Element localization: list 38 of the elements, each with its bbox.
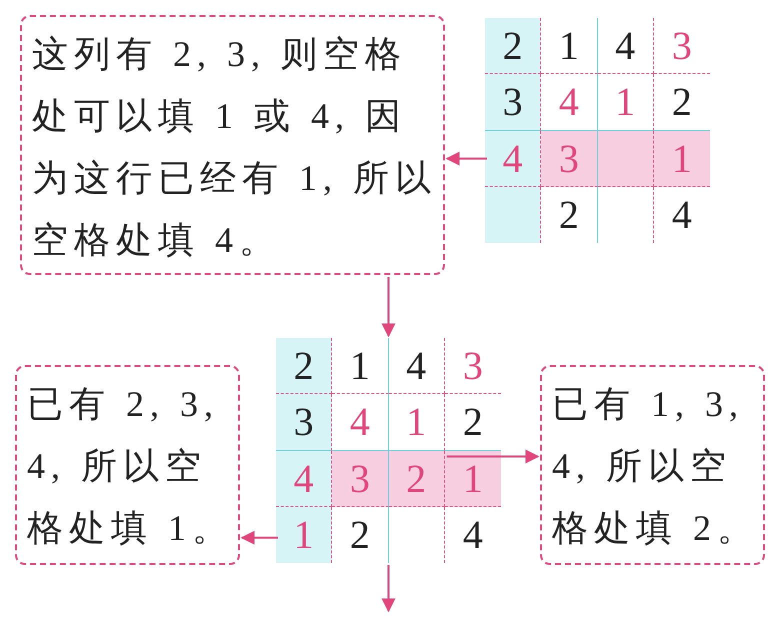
sudoku-grid xyxy=(485,18,710,243)
number-cell: 3 xyxy=(332,450,388,507)
number-cell: 3 xyxy=(541,130,598,187)
number-cell: 2 xyxy=(541,186,598,243)
number-cell: 3 xyxy=(485,74,542,130)
number-cell: 4 xyxy=(654,186,710,243)
number-cell: 2 xyxy=(485,18,542,74)
number-cell: 4 xyxy=(485,130,542,187)
number-cell: 3 xyxy=(276,394,332,450)
number-cell: 4 xyxy=(541,74,598,130)
text-box: 这列有 2, 3, 则空格处可以填 1 或 4, 因为这行已经有 1, 所以空格处填 4。 xyxy=(20,15,445,275)
number-cell: 2 xyxy=(388,450,445,507)
number-cell: 4 xyxy=(598,18,654,74)
arrow xyxy=(446,152,487,166)
sudoku-grid xyxy=(276,338,501,563)
number-cell: 4 xyxy=(444,506,501,563)
number-cell: 4 xyxy=(276,450,332,507)
number-cell: 3 xyxy=(654,18,710,74)
number-cell: 2 xyxy=(654,74,710,130)
number-cell: 4 xyxy=(332,394,388,450)
number-cell: 2 xyxy=(444,394,501,450)
number-cell: 1 xyxy=(654,130,710,187)
text-box: 已有 2, 3, 4, 所以空格处填 1。 xyxy=(15,365,240,565)
number-cell: 1 xyxy=(598,74,654,130)
number-cell: 1 xyxy=(276,506,332,563)
number-cell: 1 xyxy=(388,394,445,450)
number-cell: 4 xyxy=(388,338,445,394)
arrow xyxy=(382,565,396,612)
number-cell: 2 xyxy=(276,338,332,394)
number-cell: 2 xyxy=(332,506,388,563)
number-cell: 3 xyxy=(444,338,501,394)
number-cell: 1 xyxy=(332,338,388,394)
number-cell: 1 xyxy=(541,18,598,74)
number-cell: 1 xyxy=(444,450,501,507)
arrow xyxy=(240,530,278,545)
text-box: 已有 1, 3, 4, 所以空格处填 2。 xyxy=(540,365,765,565)
arrow xyxy=(446,450,540,464)
arrow xyxy=(382,277,396,338)
